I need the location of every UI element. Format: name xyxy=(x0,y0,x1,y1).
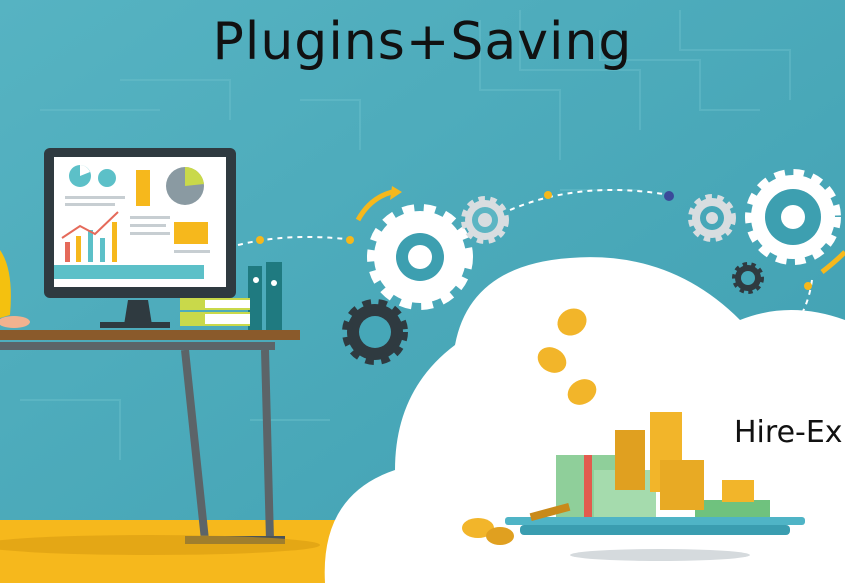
desk xyxy=(0,330,320,555)
gear-icon xyxy=(367,204,473,310)
page-title: Plugins+Saving xyxy=(212,12,633,72)
gear-icon xyxy=(461,196,509,244)
gear-icon xyxy=(745,169,841,265)
binders xyxy=(180,262,282,330)
arrow-icon xyxy=(820,250,845,274)
money-tray xyxy=(462,412,805,561)
circuit-pattern xyxy=(20,10,791,460)
arrow-icon xyxy=(355,189,393,222)
cloud-caption: Hire-Ex xyxy=(734,415,843,450)
gear-icon xyxy=(732,262,764,294)
person-arm xyxy=(0,250,11,318)
gear-icon xyxy=(342,299,408,365)
monitor xyxy=(44,148,236,328)
coins-falling xyxy=(537,308,597,405)
gear-icon xyxy=(688,194,736,242)
